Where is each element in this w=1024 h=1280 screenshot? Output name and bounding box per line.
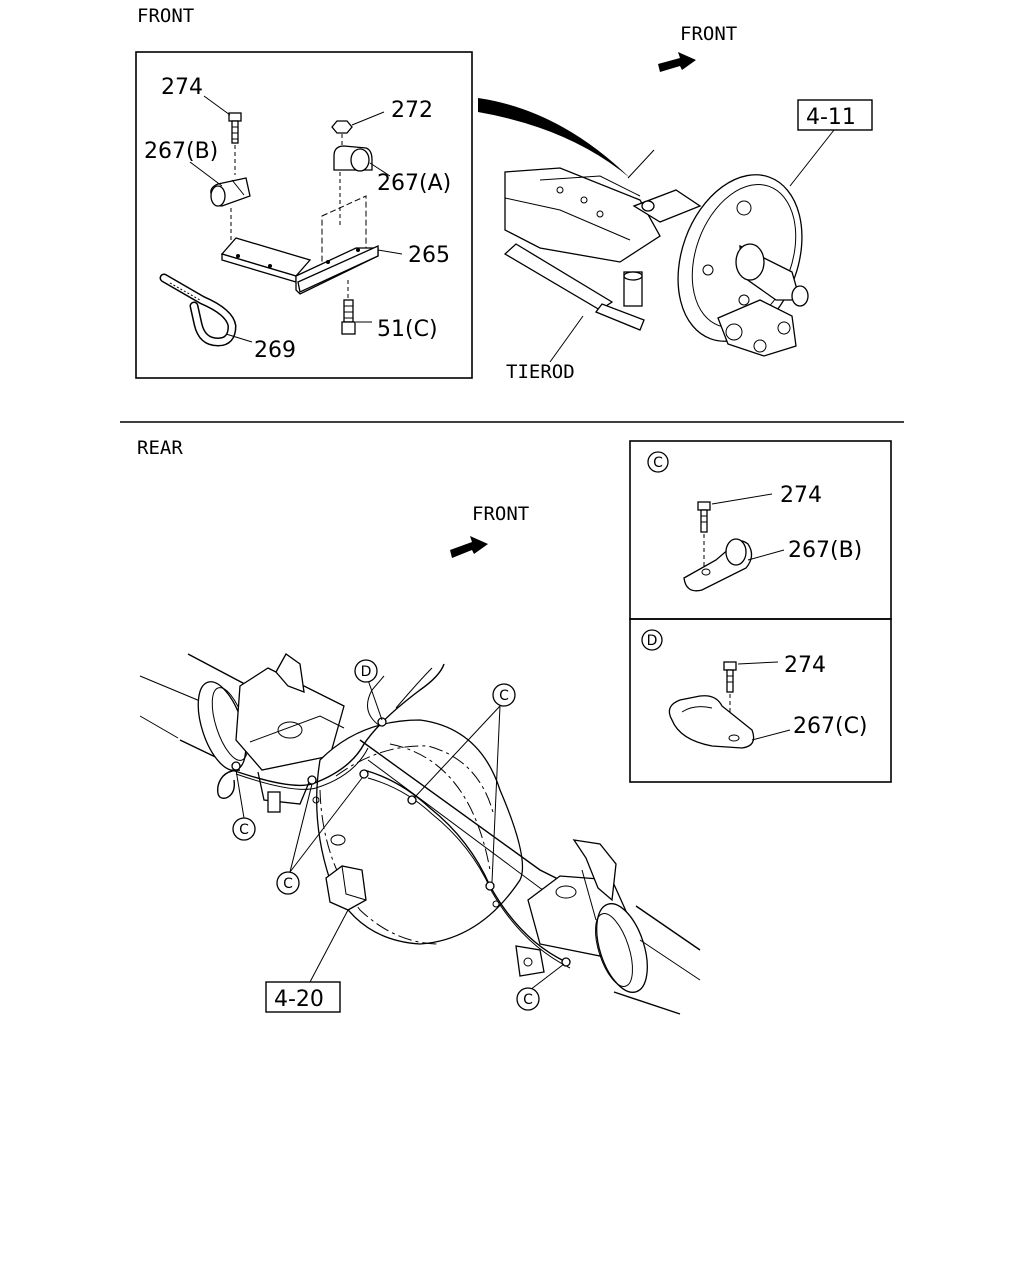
front-inset-frame xyxy=(135,51,473,379)
detail-c-marker xyxy=(647,451,669,473)
leader-267b xyxy=(189,161,223,187)
front-axle-drawing xyxy=(503,149,809,363)
ref-box-4-20 xyxy=(265,981,341,1013)
detail-d-label-267c: 267(C) xyxy=(793,714,868,739)
ref-box-4-11 xyxy=(797,99,873,131)
label-269: 269 xyxy=(254,338,296,363)
label-267b: 267(B) xyxy=(144,139,218,164)
front-inset: 274 272 267(B) 267(A) xyxy=(135,51,473,379)
clip-267a-part xyxy=(333,145,373,172)
label-51c: 51(C) xyxy=(377,317,438,342)
tierod-label: TIEROD xyxy=(506,361,575,383)
detail-d-leader-267c xyxy=(751,729,791,741)
leader-274 xyxy=(203,95,231,116)
label-265: 265 xyxy=(408,243,450,268)
cable-tie-269-part xyxy=(159,273,237,347)
detail-d-clip xyxy=(668,695,755,749)
bolt-274-part xyxy=(228,112,242,175)
nut-272-part xyxy=(331,120,353,150)
callout-c-1: C xyxy=(232,817,256,841)
callout-c-3: C xyxy=(492,683,516,707)
rear-section-title: REAR xyxy=(137,437,183,459)
callout-c-2: C xyxy=(276,871,300,895)
front-direction-arrow-icon xyxy=(658,52,696,72)
leader-267a xyxy=(369,162,391,177)
detail-d-marker-text: D xyxy=(647,633,658,649)
leader-4-11 xyxy=(789,129,835,187)
detail-c-clip xyxy=(683,538,753,592)
leader-272 xyxy=(351,111,385,126)
leader-265 xyxy=(377,249,403,255)
leader-4-20 xyxy=(309,909,349,983)
label-267a: 267(A) xyxy=(377,171,451,196)
ref-box-4-11-text: 4-11 xyxy=(806,105,856,130)
detail-d-frame xyxy=(629,618,892,783)
detail-c-box: C 274 267(B) xyxy=(629,440,892,620)
svg-text:C: C xyxy=(499,688,509,704)
detail-c-leader-267b xyxy=(747,549,785,561)
leader-269 xyxy=(225,333,253,343)
rear-axle-drawing xyxy=(139,653,701,1015)
callout-c-4: C xyxy=(516,987,540,1011)
svg-text:C: C xyxy=(523,992,533,1008)
detail-d-marker xyxy=(641,629,663,651)
detail-d-label-274: 274 xyxy=(784,653,826,678)
stud-51c-part xyxy=(341,280,356,335)
detail-c-bolt xyxy=(697,501,711,566)
label-272: 272 xyxy=(391,98,433,123)
rear-callout-leaders xyxy=(235,679,565,991)
front-section-title: FRONT xyxy=(137,5,194,27)
svg-text:D: D xyxy=(361,664,372,680)
rear-front-direction-label: FRONT xyxy=(472,503,529,525)
detail-c-leader-274 xyxy=(711,493,773,505)
svg-text:C: C xyxy=(239,822,249,838)
front-direction-label: FRONT xyxy=(680,23,737,45)
bracket-265-part xyxy=(220,237,379,295)
svg-text:C: C xyxy=(283,876,293,892)
pointer-arrow xyxy=(478,98,630,178)
detail-c-frame xyxy=(629,440,892,620)
callout-d: D xyxy=(354,659,378,683)
detail-c-label-274: 274 xyxy=(780,483,822,508)
detail-d-leader-274 xyxy=(737,661,779,665)
detail-c-marker-text: C xyxy=(653,455,663,471)
detail-c-label-267b: 267(B) xyxy=(788,538,862,563)
rear-front-direction-arrow-icon xyxy=(450,536,488,558)
detail-d-box: D 274 267(C) xyxy=(629,618,892,783)
label-274: 274 xyxy=(161,75,203,100)
ref-box-4-20-text: 4-20 xyxy=(274,987,324,1012)
